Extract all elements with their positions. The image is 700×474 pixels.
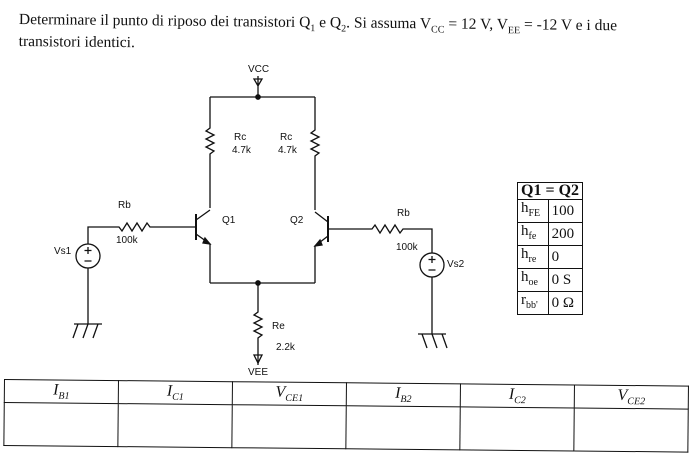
param-name: h <box>521 246 529 262</box>
rb-right-resistor <box>328 223 433 253</box>
vee-arrow-icon <box>252 354 264 365</box>
rc-left-value: 4.7k <box>232 145 252 156</box>
answer-cell-vce2[interactable] <box>573 408 689 453</box>
table-row: rbb' 0 Ω <box>517 291 584 315</box>
sub: B2 <box>400 393 412 406</box>
sub: C1 <box>172 391 184 403</box>
ground-icon <box>72 268 102 339</box>
sub: oe <box>528 277 538 288</box>
param-value: 0 Ω <box>547 291 584 315</box>
sub: CE2 <box>627 396 646 408</box>
q2-label: Q2 <box>290 215 304 226</box>
header-ib2: IB2 <box>346 382 461 408</box>
params-header: Q1 = Q2 <box>516 182 584 200</box>
header-ic2: IC2 <box>460 383 575 409</box>
vee-label: VEE <box>248 367 268 378</box>
sub: bb' <box>526 300 538 311</box>
header-text: V <box>617 386 628 404</box>
header-ic1: IC1 <box>118 380 233 405</box>
param-name: r <box>521 292 526 308</box>
header-ib1: IB1 <box>4 379 119 404</box>
param-value: 100 <box>547 199 584 223</box>
re-label: Re <box>272 321 285 332</box>
rb-left-value: 100k <box>116 235 139 246</box>
vs2-label: Vs2 <box>447 259 465 270</box>
param-name: h <box>521 269 529 285</box>
answer-cell-vce1[interactable] <box>231 404 347 449</box>
rc-right-value: 4.7k <box>278 145 298 156</box>
sub: fe <box>528 231 537 242</box>
table-row: hre 0 <box>517 245 584 269</box>
header-text: V <box>275 383 286 401</box>
table-row: hfe 200 <box>517 222 584 246</box>
rc-right-resistor <box>309 97 321 210</box>
sub: CE1 <box>285 392 304 405</box>
param-value: 0 S <box>547 268 584 292</box>
answer-cell-ic2[interactable] <box>459 407 575 452</box>
answer-table: IB1 IC1 VCE1 IB2 IC2 VCE2 <box>3 379 689 453</box>
rc-right-label: Rc <box>280 132 292 143</box>
answer-cell-ib1[interactable] <box>3 402 119 447</box>
answer-cell-ic1[interactable] <box>117 403 233 448</box>
sub: FE <box>528 208 541 219</box>
vcc-label: VCC <box>248 64 269 75</box>
re-value: 2.2k <box>276 342 296 353</box>
header-vce2: VCE2 <box>574 384 689 410</box>
answer-cell-ib2[interactable] <box>345 405 461 451</box>
param-value: 200 <box>547 222 584 246</box>
rb-right-label: Rb <box>397 208 410 219</box>
rc-left-resistor <box>204 97 216 208</box>
vcc-arrow-icon <box>252 76 264 97</box>
q1-label: Q1 <box>222 215 236 226</box>
rb-right-value: 100k <box>396 242 419 253</box>
q1-transistor-icon <box>195 209 212 283</box>
rb-left-label: Rb <box>118 200 131 211</box>
vs2-source-icon <box>419 252 445 278</box>
vs1-label: Vs1 <box>54 246 72 257</box>
re-resistor <box>252 283 264 365</box>
table-row: hFE 100 <box>517 199 584 223</box>
vs1-source-icon <box>75 243 101 269</box>
q2-transistor-icon <box>313 211 329 283</box>
rb-left-resistor <box>87 221 196 244</box>
param-value: 0 <box>547 245 584 269</box>
sub: re <box>528 254 537 265</box>
answer-row <box>3 402 689 453</box>
sub: B1 <box>58 390 70 402</box>
table-row: hoe 0 S <box>517 268 584 292</box>
param-name: h <box>521 200 529 216</box>
ground-icon <box>418 277 448 349</box>
rc-left-label: Rc <box>234 132 246 143</box>
param-name: h <box>521 223 529 239</box>
header-vce1: VCE1 <box>232 381 347 406</box>
sub: C2 <box>514 395 526 407</box>
